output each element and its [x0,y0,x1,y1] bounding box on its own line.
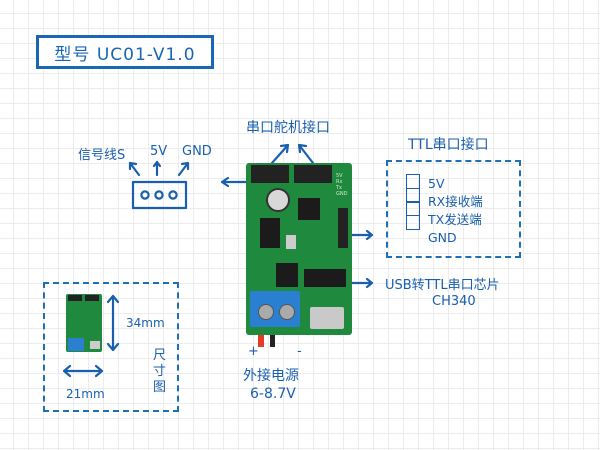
gnd-pin-label: GND [182,144,212,159]
header-pin-2 [154,190,164,200]
pcb-silkscreen: 5V Rx Tx GND [336,173,348,197]
ttl-pin-gnd: GND [428,230,457,245]
height-dimension: 34mm [126,316,165,330]
power-minus-label: - [297,344,302,359]
model-title: 型号 UC01-V1.0 [54,44,196,65]
width-arrow [62,364,104,378]
power-terminal [250,291,300,327]
mosfet-chip [276,263,298,287]
servo-connector-2 [294,165,332,183]
ttl-pin-rx: RX接收端 [428,194,483,209]
crystal [286,235,296,249]
servo-connector-1 [251,165,289,183]
regulator [260,218,280,248]
signal-pin-label: 信号线S [78,148,126,163]
ttl-pin-column [406,174,420,230]
capacitor [266,188,290,212]
arrow-gnd [177,161,190,177]
usb-chip-label: USB转TTL串口芯片 [385,278,500,293]
usb-chip-model: CH340 [432,294,476,309]
arrow-to-ttl [350,229,374,241]
power-plus-label: + [248,344,259,359]
power-label: 外接电源 [243,368,299,384]
header-pin-1 [140,190,150,200]
mcu-chip [298,198,320,220]
micro-usb-port [310,307,344,329]
black-wire [270,335,275,347]
power-voltage: 6-8.7V [250,386,296,402]
pcb-board: 5V Rx Tx GND [246,163,352,335]
ttl-pin-tx: TX发送端 [428,212,482,227]
height-arrow [106,294,120,352]
servo-header-outline [131,180,188,210]
arrow-to-usb-chip [350,277,374,289]
size-diagram-label: 尺寸图 [153,348,167,395]
ttl-pin-header [338,208,348,248]
ttl-pin-5v: 5V [428,176,445,191]
pcb-thumbnail [66,294,102,352]
arrow-signal [128,161,141,177]
arrow-servo-port-2 [297,143,315,165]
ttl-pin-labels: 5V RX接收端 TX发送端 GND [428,175,483,247]
arrow-servo-port-1 [270,143,290,165]
5v-pin-label: 5V [150,144,168,159]
red-wire [258,335,264,347]
arrow-5v [152,160,162,177]
arrow-to-header [220,176,248,188]
ttl-port-box: 5V RX接收端 TX发送端 GND [386,160,521,258]
servo-port-label: 串口舵机接口 [246,120,330,136]
model-title-box: 型号 UC01-V1.0 [36,35,214,69]
width-dimension: 21mm [66,387,105,401]
size-diagram-box [43,282,179,412]
header-pin-3 [168,190,178,200]
ch340-chip [304,269,346,287]
ttl-port-title: TTL串口接口 [408,137,489,153]
